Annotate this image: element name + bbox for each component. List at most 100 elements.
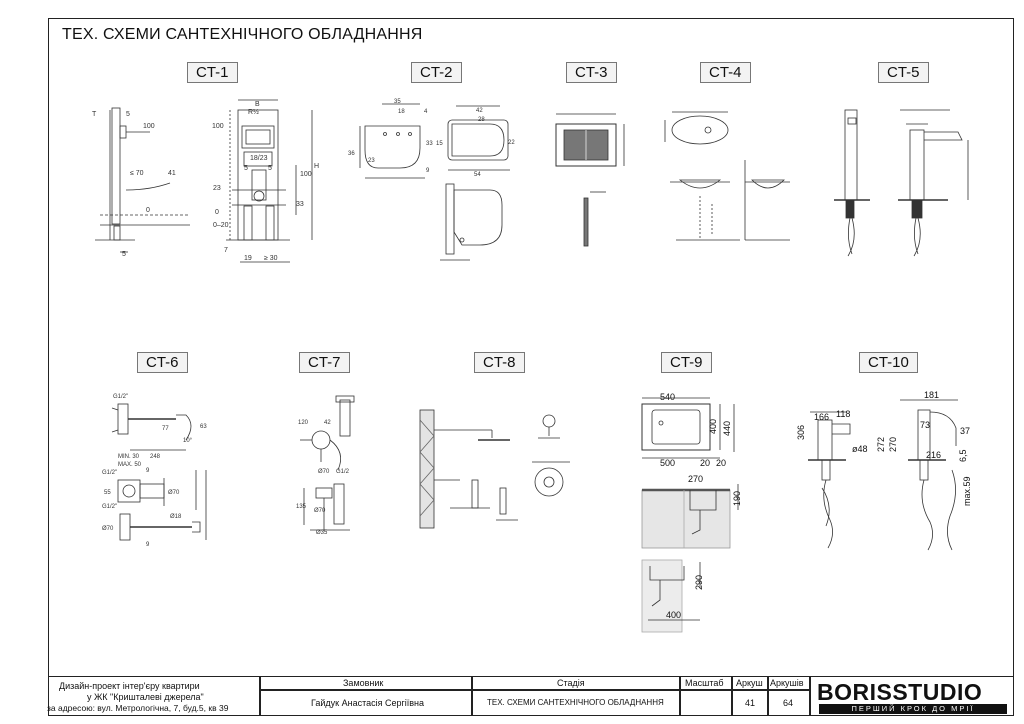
title-block: Дизайн-проект інтер'єру квартири у ЖК "К… — [47, 676, 1014, 716]
dim-label: ≤ 70 — [130, 170, 144, 177]
dim-label: ≥ 30 — [264, 255, 278, 262]
dim-label: 41 — [168, 170, 176, 177]
dim-label: H — [314, 163, 319, 170]
ct5-drawing — [834, 109, 969, 257]
sheet-title: ТЕХ. СХЕМИ САНТЕХНІЧНОГО ОБЛАДНАННЯ — [62, 26, 423, 43]
studio-logo: BORISSTUDIO ПЕРШИЙ КРОК ДО МРІЇ — [810, 676, 1014, 716]
dim-label: G1/2" — [102, 470, 117, 476]
scheme-label-ct3: CT-3 — [566, 62, 617, 83]
ct2-dimensions: 35 18 4 42 28 33 36 23 15 22 9 54 — [348, 99, 515, 178]
dim-label: 500 — [660, 458, 675, 468]
logo-tagline: ПЕРШИЙ КРОК ДО МРІЇ — [819, 704, 1007, 714]
dim-label: 100 — [143, 123, 155, 130]
scale-value-cell — [680, 690, 732, 716]
dim-label: 18 — [398, 109, 405, 115]
dim-label: 270 — [888, 437, 898, 452]
dim-label: 54 — [474, 172, 481, 178]
dim-label: 216 — [926, 450, 941, 460]
dim-label: 306 — [796, 425, 806, 440]
ct7-drawing — [300, 395, 355, 531]
scheme-label-ct9: CT-9 — [661, 352, 712, 373]
project-line-1: Дизайн-проект інтер'єру квартири — [59, 681, 200, 691]
dim-label: R½ — [248, 108, 259, 116]
dim-label: 37 — [960, 426, 970, 436]
dim-label: 5 — [268, 165, 272, 172]
dim-label: T — [92, 111, 97, 118]
ct4-drawing — [664, 111, 790, 241]
dim-label: 181 — [924, 390, 939, 400]
dim-label: ø48 — [852, 444, 868, 454]
dim-label: 15 — [436, 141, 443, 147]
sheet-value-cell: 41 — [732, 690, 768, 716]
dim-label: 440 — [722, 421, 732, 436]
dim-label: 35 — [394, 99, 401, 105]
dim-label: 0 — [215, 209, 219, 216]
scheme-label-ct1: CT-1 — [187, 62, 238, 83]
dim-label: 0–20 — [213, 222, 229, 229]
dim-label: 120 — [298, 420, 309, 426]
dim-label: 135 — [296, 504, 307, 510]
stage-value-cell: ТЕХ. СХЕМИ САНТЕХНІЧНОГО ОБЛАДНАННЯ — [472, 690, 680, 716]
dim-label: 18/23 — [250, 155, 268, 162]
scheme-label-ct5: CT-5 — [878, 62, 929, 83]
scale-header-cell: Масштаб — [680, 676, 732, 690]
dim-label: 400 — [708, 419, 718, 434]
ct8-drawing — [419, 409, 570, 529]
scheme-label-ct2: CT-2 — [411, 62, 462, 83]
dim-label: 248 — [150, 454, 161, 460]
ct7-dimensions: 120 42 Ø70 G1/2 135 Ø70 Ø35 — [296, 420, 350, 536]
sheets-header: Аркушів — [770, 678, 804, 688]
dim-label: 10° — [183, 438, 193, 444]
sheet-header-cell: Аркуш — [732, 676, 768, 690]
scale-header: Масштаб — [685, 678, 724, 688]
sheet-header: Аркуш — [736, 678, 763, 688]
dim-label: 20 — [716, 458, 726, 468]
sheets-value-cell: 64 — [768, 690, 810, 716]
scheme-label-ct8: CT-8 — [474, 352, 525, 373]
dim-label: 100 — [212, 123, 224, 130]
dim-label: Ø70 — [102, 526, 114, 532]
dim-label: 400 — [666, 610, 681, 620]
ct6-drawing — [111, 403, 207, 541]
dim-label: 540 — [660, 392, 675, 402]
project-line-2: у ЖК "Кришталеві джерела" — [87, 692, 204, 702]
dim-label: 77 — [162, 426, 169, 432]
dim-label: 63 — [200, 424, 207, 430]
dim-label: 23 — [368, 158, 375, 164]
ct10-dimensions: 181 166 118 73 37 306 272 270 216 6,5 ø4… — [796, 390, 972, 506]
dim-label: Ø35 — [316, 530, 328, 536]
client-header-cell: Замовник — [260, 676, 472, 690]
sheets-header-cell: Аркушів — [768, 676, 810, 690]
dim-label: Ø70 — [314, 508, 326, 514]
dim-label: 6,5 — [958, 449, 968, 462]
dim-label: 118 — [836, 409, 850, 419]
dim-label: 100 — [300, 171, 312, 178]
dim-label: 272 — [876, 437, 886, 452]
ct2-drawing — [359, 103, 510, 261]
dim-label: 36 — [348, 151, 355, 157]
stage-header: Стадія — [557, 678, 585, 688]
scheme-label-ct7: CT-7 — [299, 352, 350, 373]
client-value-cell: Гайдук Анастасія Сергіївна — [260, 690, 472, 716]
client-header: Замовник — [343, 678, 384, 688]
scheme-label-ct6: CT-6 — [137, 352, 188, 373]
project-line-3: за адресою: вул. Метрологічна, 7, буд.5,… — [47, 703, 229, 713]
dim-label: 9 — [146, 468, 150, 474]
dim-label: 55 — [104, 490, 111, 496]
ct9-dimensions: 540 400 440 500 20 20 270 190 290 400 — [660, 392, 742, 620]
dim-label: MIN. 30 — [118, 454, 140, 460]
ct1-drawing — [95, 99, 313, 263]
dim-label: 0 — [146, 207, 150, 214]
stage-header-cell: Стадія — [472, 676, 680, 690]
dim-label: 73 — [920, 420, 930, 430]
dim-label: max.59 — [962, 476, 972, 506]
dim-label: 290 — [694, 575, 704, 590]
ct9-drawing — [641, 397, 739, 633]
logo-wordmark: BORISSTUDIO — [817, 679, 983, 705]
client-name: Гайдук Анастасія Сергіївна — [311, 698, 425, 708]
scheme-label-ct10: CT-10 — [859, 352, 918, 373]
ct10-drawing — [808, 399, 958, 551]
ct3-drawing — [555, 113, 625, 247]
dim-label: 19 — [244, 255, 252, 262]
